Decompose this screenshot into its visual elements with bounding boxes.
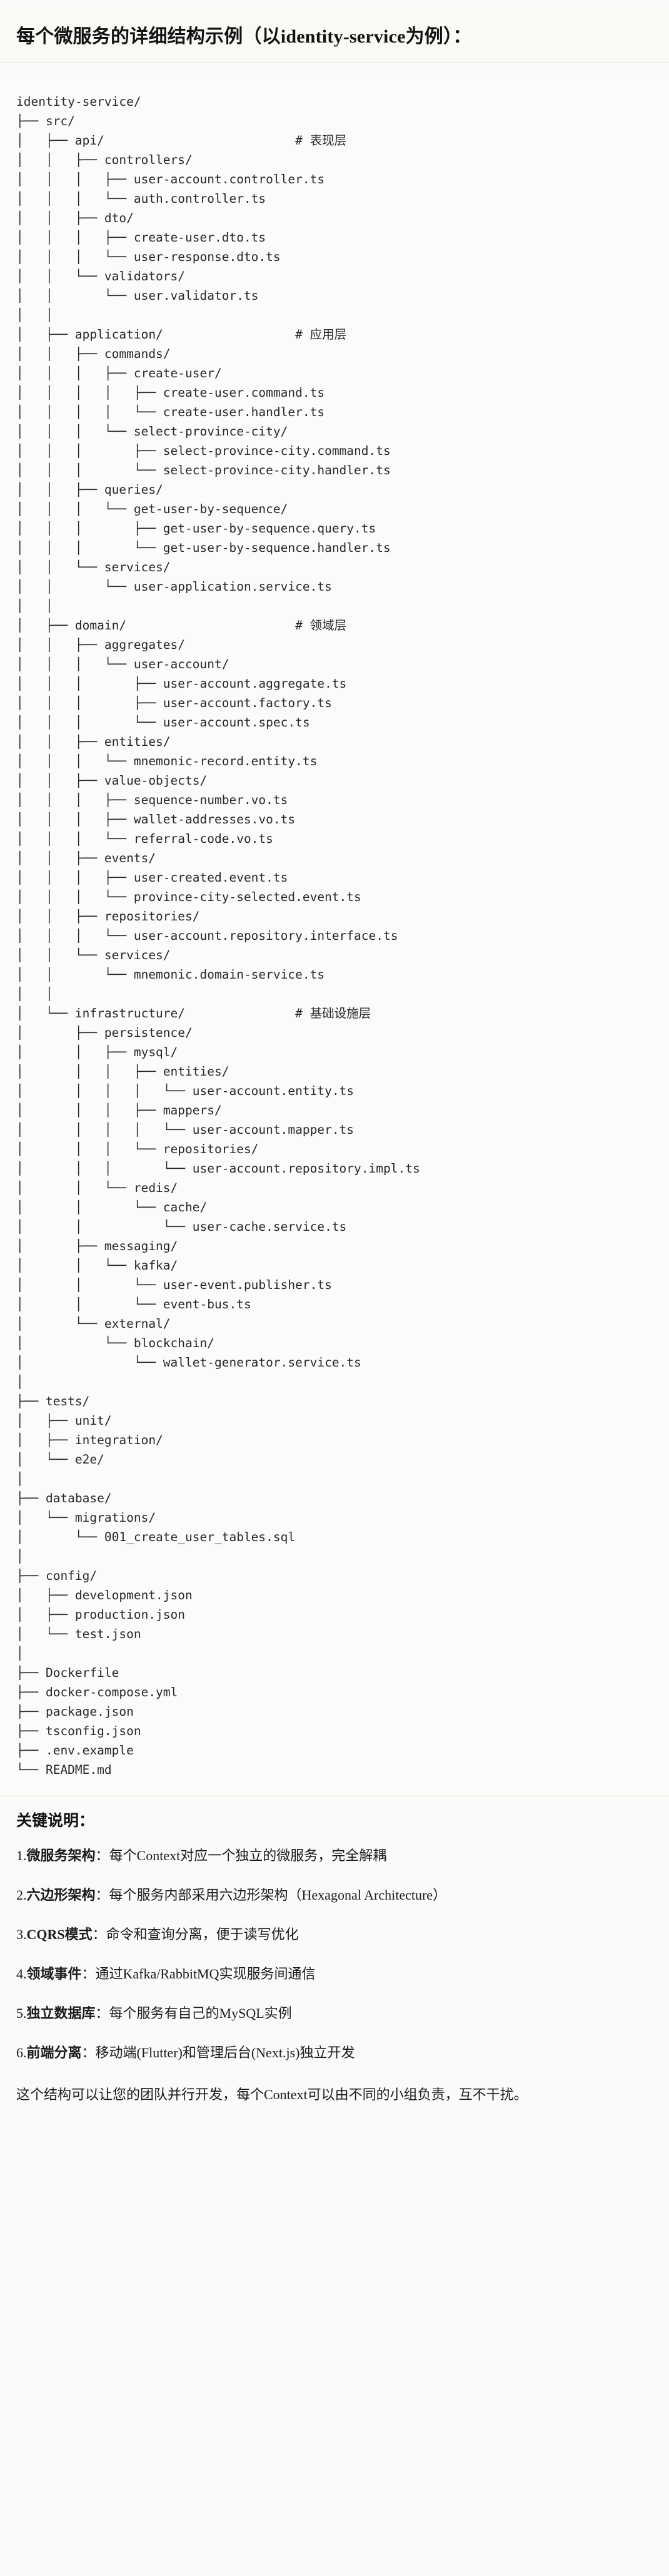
key-note-term: CQRS模式: [26, 1927, 93, 1943]
key-note-separator: ：: [95, 1887, 109, 1903]
key-note-separator: ：: [95, 2005, 109, 2022]
page-title: 每个微服务的详细结构示例（以identity-service为例）：: [0, 13, 669, 63]
key-note-description: 通过Kafka/RabbitMQ实现服务间通信: [95, 1966, 316, 1982]
key-note-number: 4.: [16, 1966, 27, 1982]
key-note-separator: ：: [81, 2045, 96, 2061]
closing-paragraph: 这个结构可以让您的团队并行开发，每个Context可以由不同的小组负责，互不干扰…: [16, 2087, 528, 2103]
directory-tree-code-block: identity-service/ ├── src/ │ ├── api/ # …: [0, 75, 669, 1796]
key-note-number: 3.: [16, 1927, 27, 1943]
key-note-description: 命令和查询分离，便于读写优化: [106, 1927, 299, 1943]
key-note-term: 六边形架构: [26, 1887, 96, 1903]
key-note-item: 4.领域事件：通过Kafka/RabbitMQ实现服务间通信: [16, 1963, 653, 1984]
key-note-item: 1.微服务架构：每个Context对应一个独立的微服务，完全解耦: [16, 1845, 653, 1866]
key-note-number: 2.: [16, 1887, 27, 1903]
key-note-number: 6.: [16, 2045, 27, 2061]
key-note-separator: ：: [92, 1927, 106, 1943]
key-notes-title: 关键说明：: [16, 1812, 95, 1830]
key-note-term: 领域事件: [26, 1966, 82, 1982]
key-note-term: 前端分离: [26, 2045, 82, 2061]
key-note-item: 2.六边形架构：每个服务内部采用六边形架构（Hexagonal Architec…: [16, 1885, 653, 1905]
key-note-separator: ：: [81, 1966, 96, 1982]
key-note-number: 1.: [16, 1848, 27, 1864]
key-note-term: 微服务架构: [26, 1848, 96, 1864]
key-note-description: 每个服务有自己的MySQL实例: [109, 2005, 292, 2022]
key-note-item: 5.独立数据库：每个服务有自己的MySQL实例: [16, 2003, 653, 2024]
key-note-term: 独立数据库: [26, 2005, 96, 2022]
key-note-description: 每个服务内部采用六边形架构（Hexagonal Architecture）: [109, 1887, 447, 1903]
key-note-separator: ：: [95, 1848, 109, 1864]
directory-tree: identity-service/ ├── src/ │ ├── api/ # …: [16, 94, 420, 1777]
document-page: 每个微服务的详细结构示例（以identity-service为例）： ident…: [0, 13, 669, 2129]
key-note-item: 6.前端分离：移动端(Flutter)和管理后台(Next.js)独立开发: [16, 2042, 653, 2063]
key-note-number: 5.: [16, 2005, 27, 2022]
key-note-description: 移动端(Flutter)和管理后台(Next.js)独立开发: [95, 2045, 355, 2061]
key-note-item: 3.CQRS模式：命令和查询分离，便于读写优化: [16, 1924, 653, 1945]
key-note-description: 每个Context对应一个独立的微服务，完全解耦: [109, 1848, 387, 1864]
